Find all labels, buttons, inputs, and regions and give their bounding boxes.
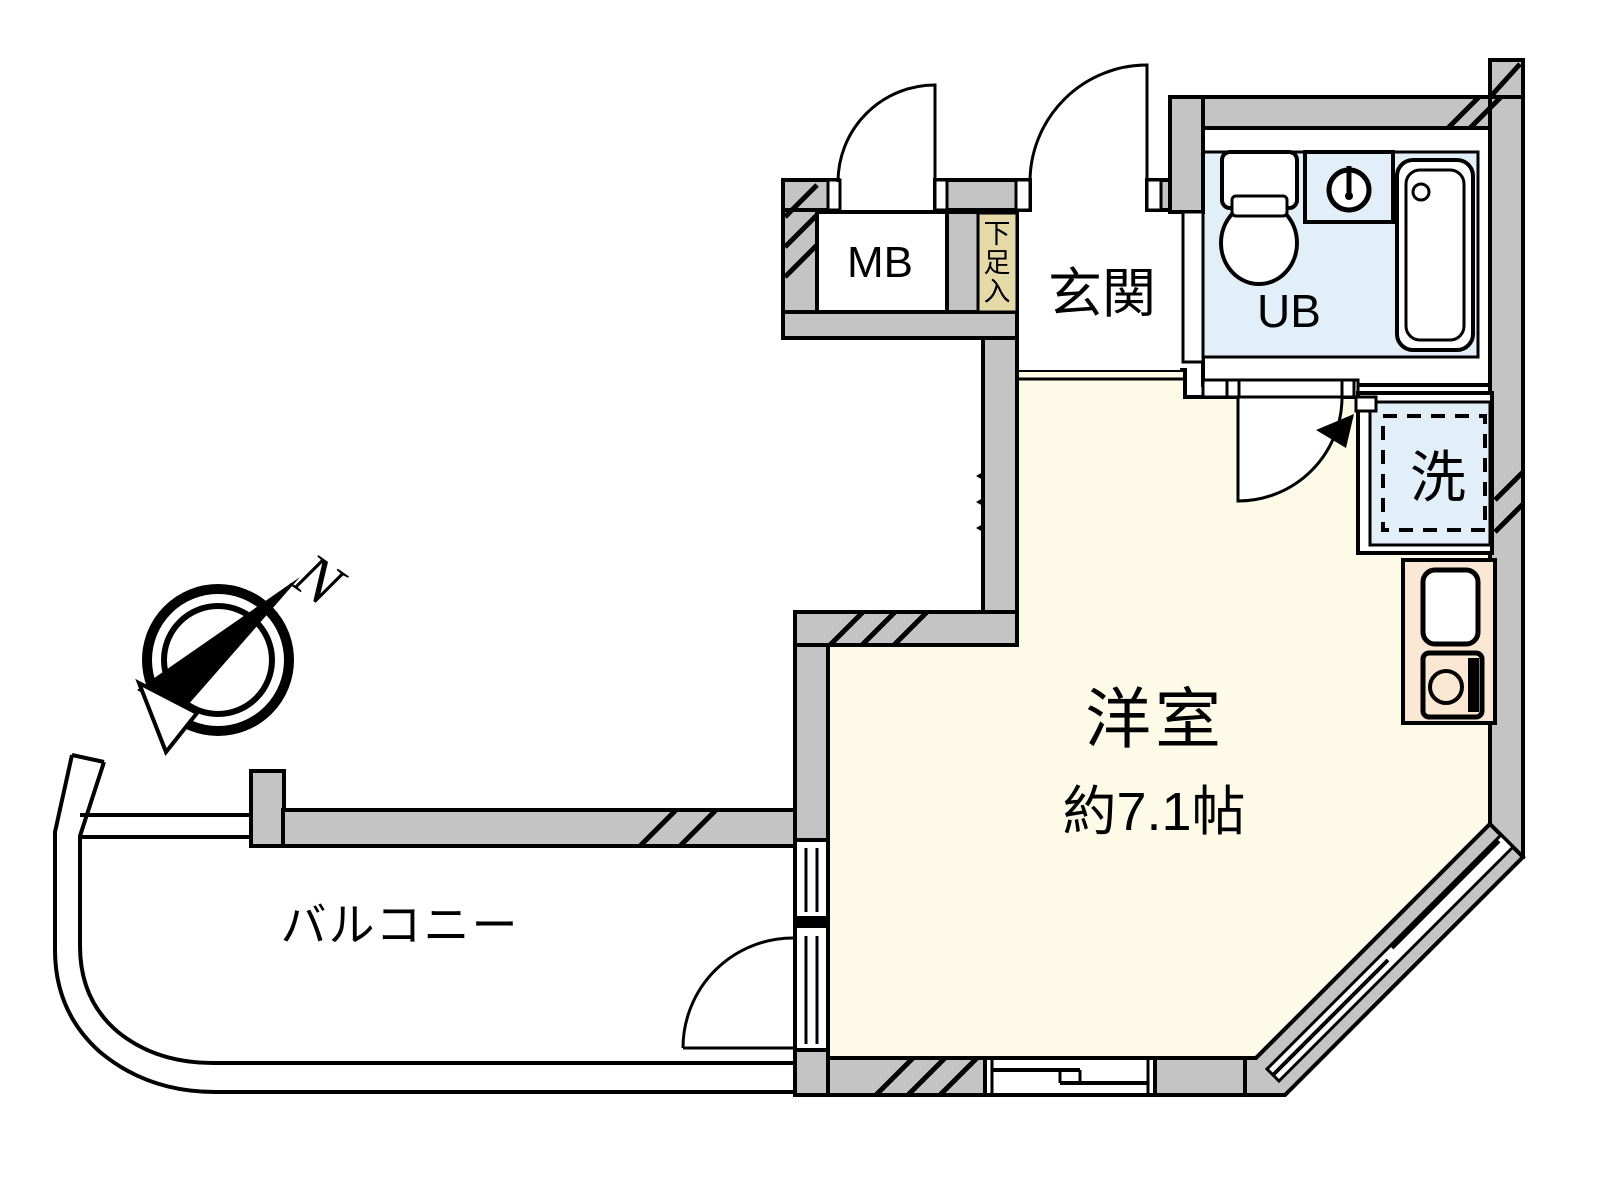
balcony-partition-door-arc — [681, 936, 794, 1050]
balcony-label: バルコニー — [280, 899, 519, 951]
entrance-door-arc — [1028, 63, 1149, 183]
bath-door-swing — [1236, 395, 1344, 503]
bath-door-arrow — [1316, 414, 1354, 448]
kitchen-sink-icon — [1420, 567, 1481, 647]
mb-door-arc — [836, 83, 937, 183]
balcony-railing — [53, 753, 793, 1094]
compass-inner-ring — [161, 603, 275, 717]
main-window — [983, 1056, 1157, 1097]
compass-outer-ring — [142, 584, 294, 736]
wall-under-balcony-door — [793, 1048, 830, 1097]
washing-machine-space — [1381, 414, 1487, 532]
room-size-label: 約7.1帖 — [1062, 782, 1245, 842]
compass: N — [135, 540, 358, 756]
windows — [793, 832, 1516, 1097]
wall-b-vertical — [793, 643, 830, 842]
wall-ub-connector — [1168, 95, 1205, 214]
railing-inner — [78, 761, 793, 1065]
shoe-cupboard-char-3: 入 — [984, 277, 1011, 307]
wall-balcony-top — [281, 808, 797, 848]
basin-icon — [1303, 150, 1395, 224]
compass-needle-light — [135, 678, 201, 756]
wall-ub-top — [1201, 95, 1525, 130]
toilet-icon — [1219, 150, 1299, 286]
wall-under-mb — [781, 310, 1019, 340]
ub-door-jamb-left — [1225, 378, 1241, 399]
wall-tick-marks — [976, 472, 983, 532]
laundry-nook: 洗 — [1354, 391, 1494, 555]
ub-door-jamb-right — [1340, 378, 1356, 399]
mb-door-jamb-right — [933, 178, 949, 212]
north-label: N — [281, 540, 358, 622]
unit-bath-label: UB — [1257, 285, 1321, 337]
kitchen — [1401, 558, 1497, 725]
entrance-floor — [1017, 212, 1180, 370]
compass-needle-dark — [137, 577, 300, 714]
mb-door-jamb-left — [826, 178, 842, 212]
balcony-sliding-door — [793, 838, 830, 1052]
entrance-door-jamb-right — [1145, 178, 1163, 212]
entrance-label: 玄関 — [1048, 264, 1156, 324]
entrance-door-jamb-left — [1014, 178, 1032, 212]
wall-genkan-ub-divider — [1181, 210, 1205, 364]
stove-icon — [1420, 650, 1485, 720]
railing-stub-top — [71, 753, 105, 764]
shoe-cupboard-char-2: 足 — [984, 248, 1011, 278]
laundry-label: 洗 — [1410, 446, 1466, 509]
bathtub-icon — [1395, 158, 1475, 352]
wall-balcony-stub-column — [249, 769, 286, 848]
shoe-cupboard: 下 足 入 — [976, 211, 1019, 314]
unit-bath: UB — [1201, 126, 1492, 387]
railing-outer — [53, 754, 793, 1094]
laundry-floor — [1368, 400, 1492, 547]
diagonal-window — [1264, 832, 1516, 1084]
shoe-cupboard-char-1: 下 — [984, 219, 1011, 249]
room-name-label: 洋室 — [1085, 682, 1225, 756]
doors — [681, 63, 1354, 1050]
wall-a-vertical — [981, 336, 1019, 617]
wall-jog — [793, 610, 1019, 647]
hatch-marks — [638, 62, 1525, 1097]
laundry-jamb — [1354, 395, 1378, 413]
meter-box-label: MB — [847, 238, 913, 287]
